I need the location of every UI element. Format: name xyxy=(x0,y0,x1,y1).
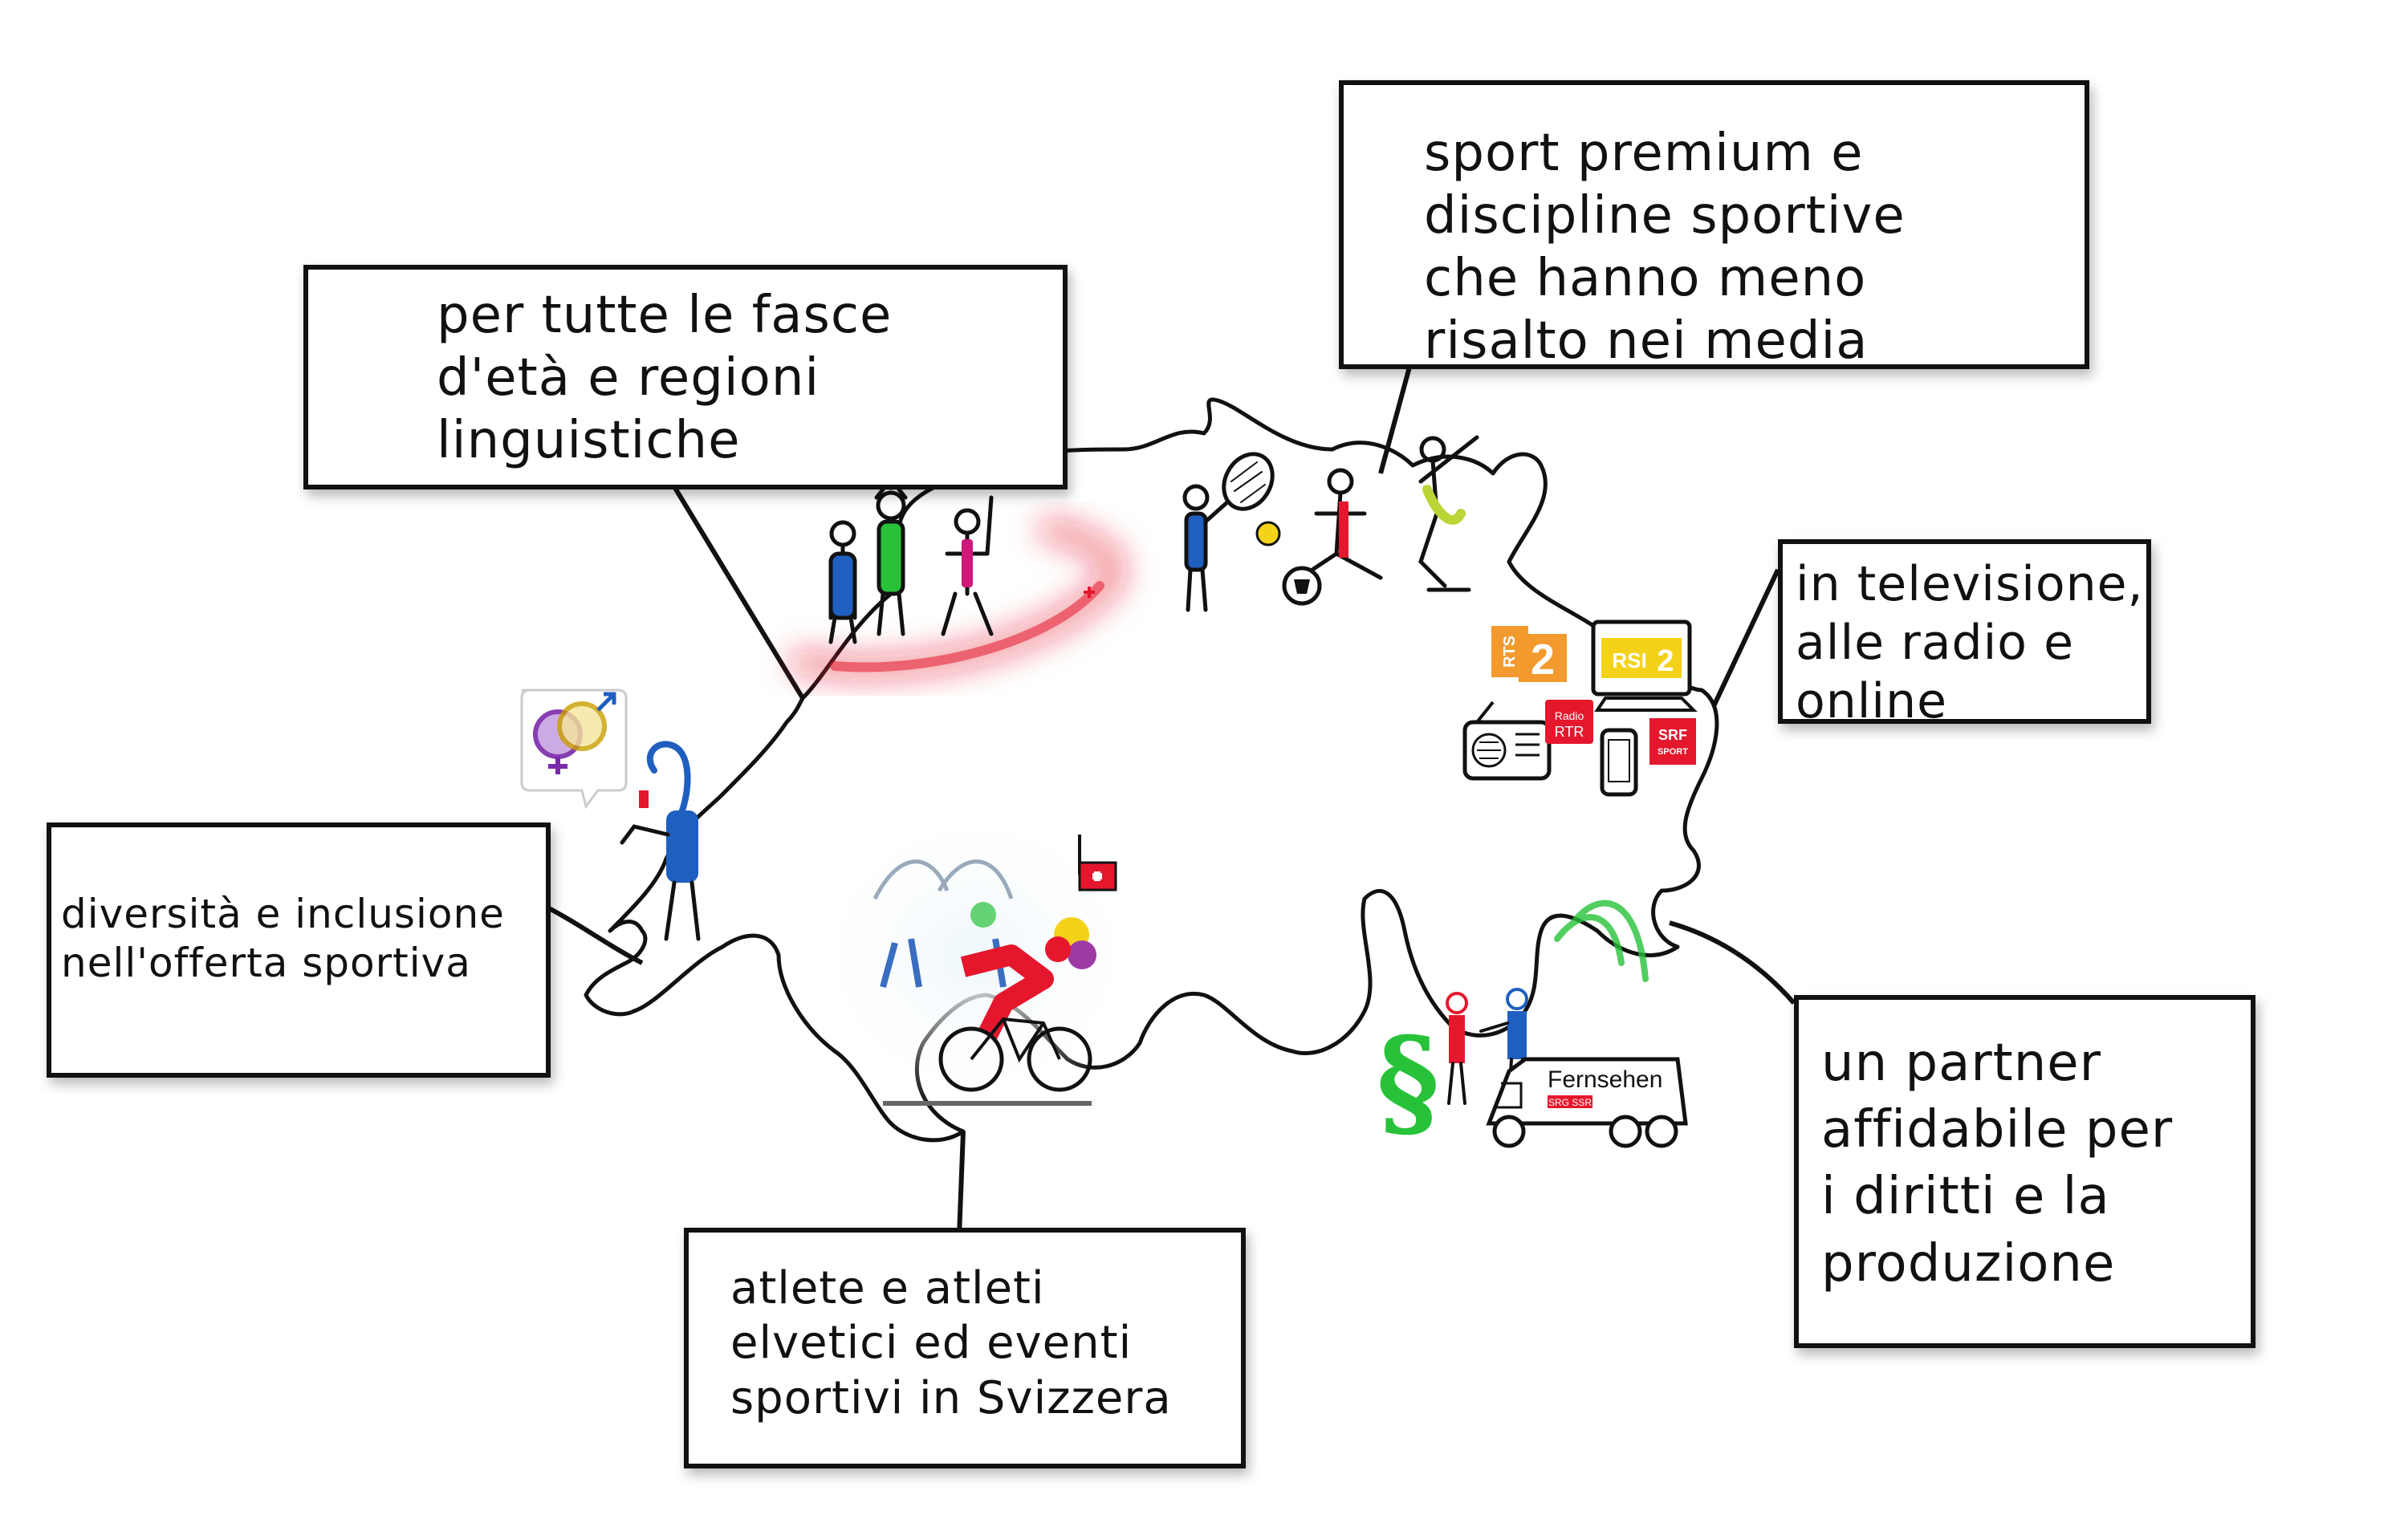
sports-figures xyxy=(1182,435,1479,612)
svg-text:SRG SSR: SRG SSR xyxy=(1548,1097,1592,1108)
paragraph-symbol-icon: § xyxy=(1377,1011,1439,1152)
box-premium-line-4: risalto nei media xyxy=(1424,311,1869,372)
svg-text:RSI: RSI xyxy=(1612,648,1646,672)
svg-text:Fernsehen: Fernsehen xyxy=(1548,1066,1662,1093)
box-swiss-athletes: atlete e atleti elvetici ed eventi sport… xyxy=(684,1228,1246,1468)
box-diversity-line-2: nell'offerta sportiva xyxy=(61,940,471,986)
radio-rtr-logo: Radio RTR xyxy=(1545,700,1593,744)
srf-sport-logo: SRF SPORT xyxy=(1649,718,1696,765)
box-media-channels: in televisione, alle radio e online xyxy=(1778,539,2151,729)
box-partner-line-3: i diritti e la xyxy=(1821,1167,2110,1227)
svg-text:Radio: Radio xyxy=(1555,709,1584,722)
rts-logo: RTS 2 xyxy=(1491,626,1567,684)
smartphone-icon xyxy=(1600,728,1638,797)
svg-text:2: 2 xyxy=(1657,644,1674,678)
box-media-line-2: alle radio e xyxy=(1796,615,2074,672)
box-age-line-3: linguistiche xyxy=(437,411,741,471)
tv-rsi-logo: RSI 2 xyxy=(1591,619,1698,712)
svg-text:RTS: RTS xyxy=(1501,636,1519,668)
pointer-age xyxy=(664,472,805,700)
pointer-partner xyxy=(1669,920,1796,1005)
box-media-line-3: online xyxy=(1796,673,1948,730)
box-age-regions: per tutte le fasce d'età e regioni lingu… xyxy=(303,265,1068,489)
swiss-cross-icon xyxy=(1084,587,1095,598)
svg-text:SPORT: SPORT xyxy=(1658,747,1688,757)
box-partner-line-2: affidabile per xyxy=(1821,1100,2174,1160)
svg-text:2: 2 xyxy=(1531,636,1555,684)
pointer-athletes xyxy=(957,1131,966,1237)
reporter-figure xyxy=(620,741,701,941)
box-age-line-1: per tutte le fasce xyxy=(437,286,893,345)
box-athletes-line-3: sportivi in Svizzera xyxy=(730,1371,1172,1424)
pointer-media xyxy=(1711,568,1780,708)
box-partner-line-1: un partner xyxy=(1821,1034,2101,1093)
svg-text:RTR: RTR xyxy=(1555,724,1584,740)
box-premium-sports: sport premium e discipline sportive che … xyxy=(1339,80,2089,372)
svg-text:SRF: SRF xyxy=(1658,727,1687,743)
radio-icon xyxy=(1462,701,1552,781)
broadcast-van: Fernsehen SRG SSR xyxy=(1486,1057,1688,1148)
box-diversity-line-1: diversità e inclusione xyxy=(61,891,505,937)
box-reliable-partner: un partner affidabile per i diritti e la… xyxy=(1794,995,2255,1348)
pointer-diversity xyxy=(544,904,644,965)
box-premium-line-2: discipline sportive xyxy=(1424,186,1906,246)
box-partner-line-4: produzione xyxy=(1821,1233,2116,1294)
svg-text:§: § xyxy=(1377,1011,1439,1152)
box-age-line-2: d'età e regioni xyxy=(437,348,820,408)
gender-symbol-bubble xyxy=(520,688,628,810)
media-devices: RTS 2 RSI 2 Radio RTR xyxy=(1462,619,1698,797)
box-athletes-line-1: atlete e atleti xyxy=(730,1262,1045,1314)
cyclist-with-crowd xyxy=(799,794,1152,1115)
box-diversity-inclusion: diversità e inclusione nell'offerta spor… xyxy=(47,822,551,1078)
box-athletes-line-2: elvetici ed eventi xyxy=(730,1317,1133,1370)
box-media-line-1: in televisione, xyxy=(1796,556,2144,612)
pointer-premium xyxy=(1378,360,1413,474)
box-premium-line-3: che hanno meno xyxy=(1424,249,1867,309)
box-premium-line-1: sport premium e xyxy=(1424,124,1864,183)
